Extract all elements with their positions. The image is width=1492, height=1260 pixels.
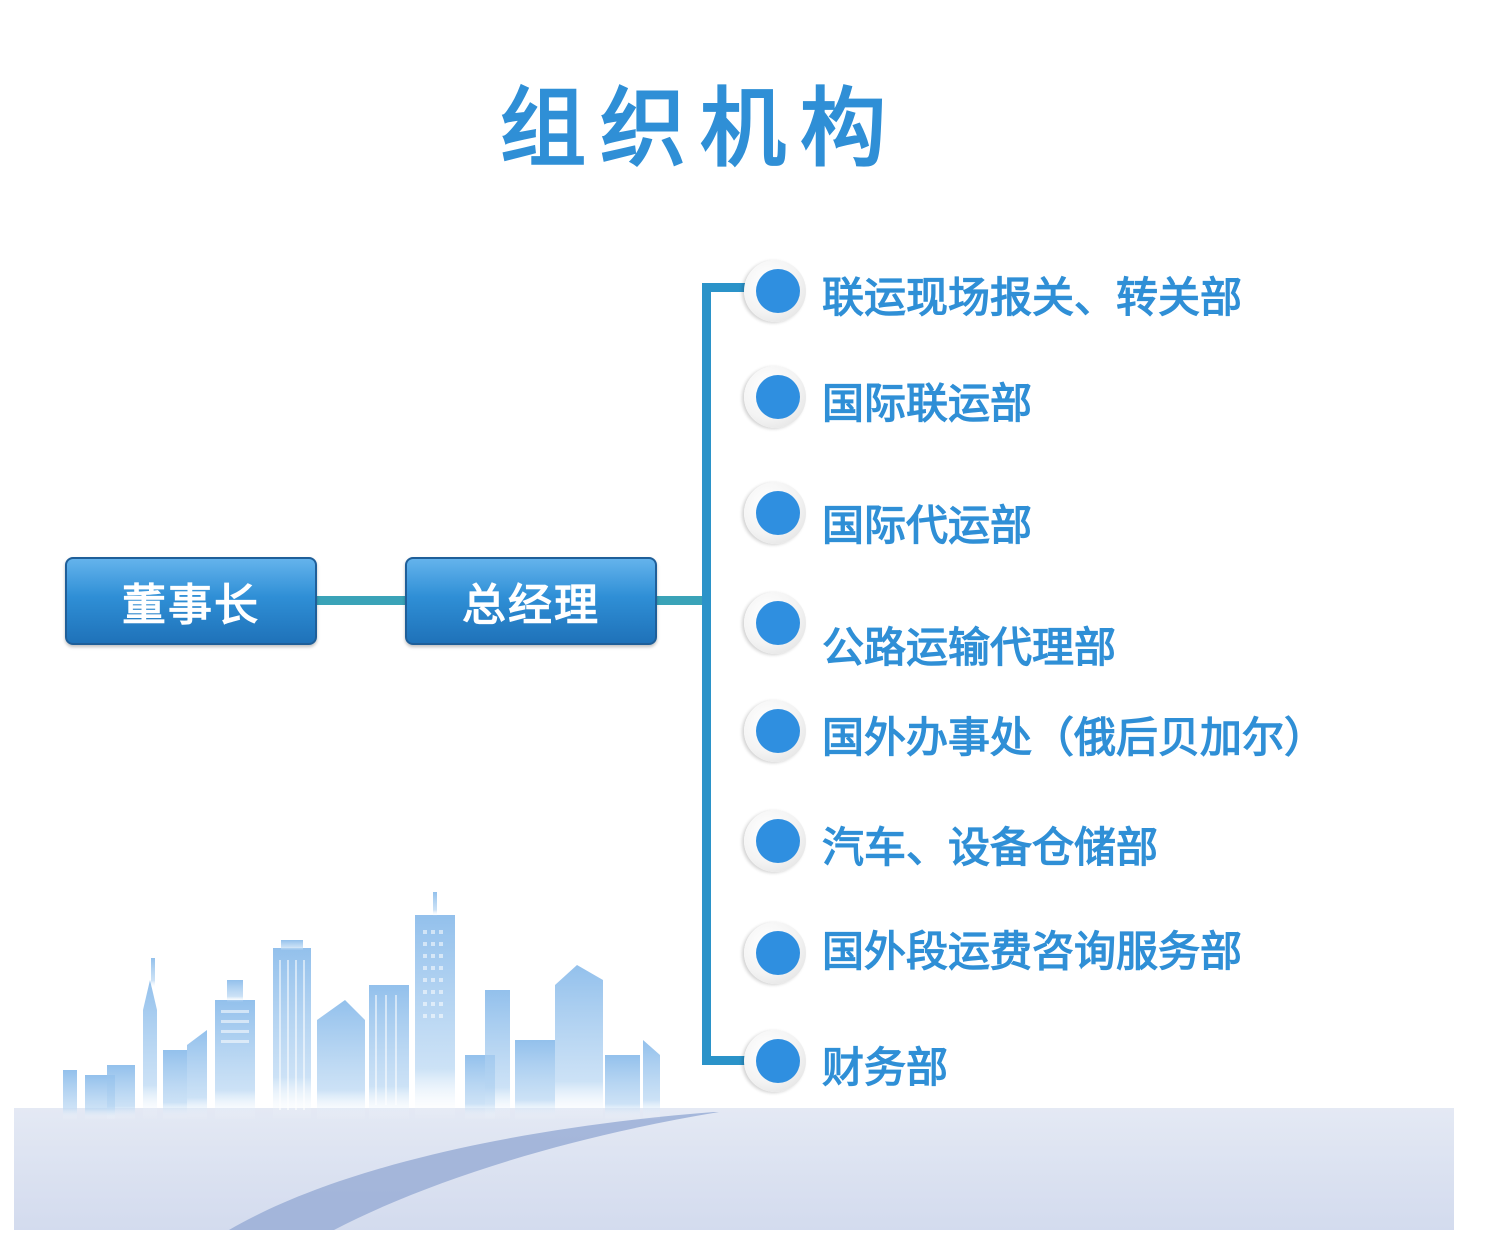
bullet-dot-icon: [744, 922, 806, 984]
department-label: 财务部: [822, 1043, 949, 1092]
department-label: 国际代运部: [822, 501, 1033, 550]
bullet-dot-icon: [744, 810, 806, 872]
department-label: 国际联运部: [822, 379, 1033, 428]
bullet-dot-icon: [744, 260, 806, 322]
department-label: 联运现场报关、转关部: [822, 273, 1243, 322]
trunk-top-stub: [702, 283, 752, 292]
department-label: 国外办事处（俄后贝加尔）: [822, 713, 1327, 762]
bullet-dot-icon: [744, 482, 806, 544]
ground-band: [14, 1108, 1454, 1230]
department-label: 公路运输代理部: [822, 623, 1117, 672]
bullet-dot-icon: [744, 592, 806, 654]
department-label: 汽车、设备仓储部: [822, 823, 1159, 872]
bullet-dot-icon: [744, 700, 806, 762]
page-title: 组织机构: [500, 79, 900, 179]
bullet-dot-icon: [744, 1030, 806, 1092]
city-skyline: [63, 892, 660, 1120]
department-label: 国外段运费咨询服务部: [822, 927, 1243, 976]
department-trunk-line: [702, 283, 711, 1065]
connector-gm-trunk: [652, 596, 706, 605]
road-curve: [229, 1112, 719, 1230]
general-manager-box: 总经理: [405, 557, 657, 645]
trunk-bottom-stub: [702, 1056, 752, 1065]
bullet-dot-icon: [744, 366, 806, 428]
connector-chairman-gm: [312, 596, 408, 605]
chairman-box: 董事长: [65, 557, 317, 645]
